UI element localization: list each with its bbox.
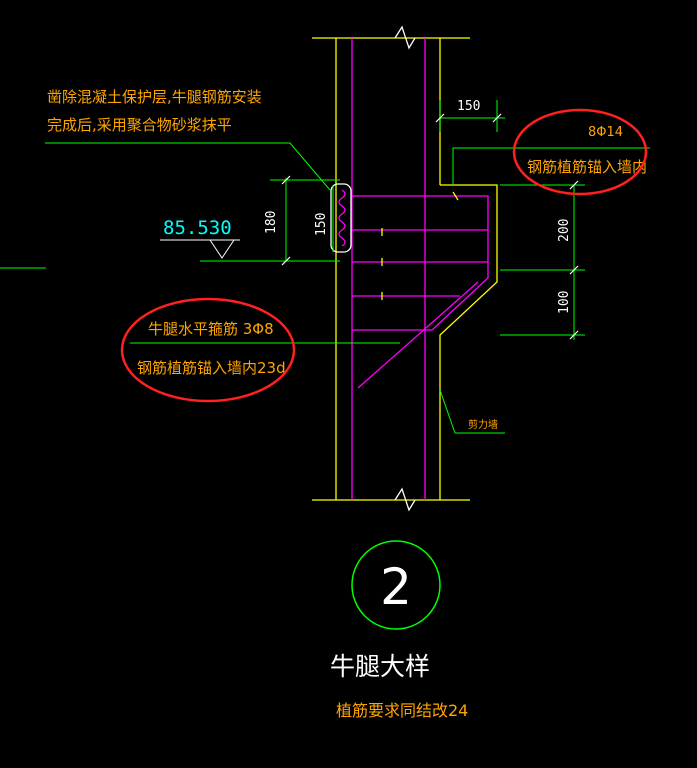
dim-top-width: 150: [457, 99, 480, 114]
dim-inner-height: 150: [314, 213, 329, 236]
removal-note-line1: 凿除混凝土保护层,牛腿钢筋安装: [47, 88, 262, 106]
detail-title: 牛腿大样: [330, 652, 430, 681]
highlight-ellipse-top: [512, 108, 648, 196]
elevation-value: 85.530: [163, 217, 232, 239]
dim-right-upper: 200: [557, 219, 572, 242]
detail-subtitle: 植筋要求同结改24: [336, 701, 468, 720]
highlight-ellipse-left: [120, 297, 296, 403]
horizontal-stirrup-spec: 牛腿水平箍筋 3Φ8: [148, 320, 274, 338]
top-rebar-spec: 8Φ14: [588, 125, 623, 140]
detail-number: 2: [380, 558, 412, 616]
detail-number-circle: [351, 540, 441, 630]
removal-note-line2: 完成后,采用聚合物砂浆抹平: [47, 116, 232, 134]
rebar-lines: [338, 38, 489, 500]
anchor-zone: [330, 183, 352, 253]
shear-wall-label: 剪力墙: [468, 418, 498, 431]
dimension-ticks: [281, 113, 579, 340]
dim-right-lower: 100: [557, 291, 572, 314]
rebar-dots: [381, 191, 459, 300]
dimension-lines: [0, 100, 650, 434]
elevation-marker: 85.530: [160, 217, 240, 259]
top-rebar-anchor: 钢筋植筋锚入墙内: [527, 158, 647, 176]
horizontal-stirrup-anchor: 钢筋植筋锚入墙内23d: [137, 359, 286, 377]
dim-left-height: 180: [264, 211, 279, 234]
